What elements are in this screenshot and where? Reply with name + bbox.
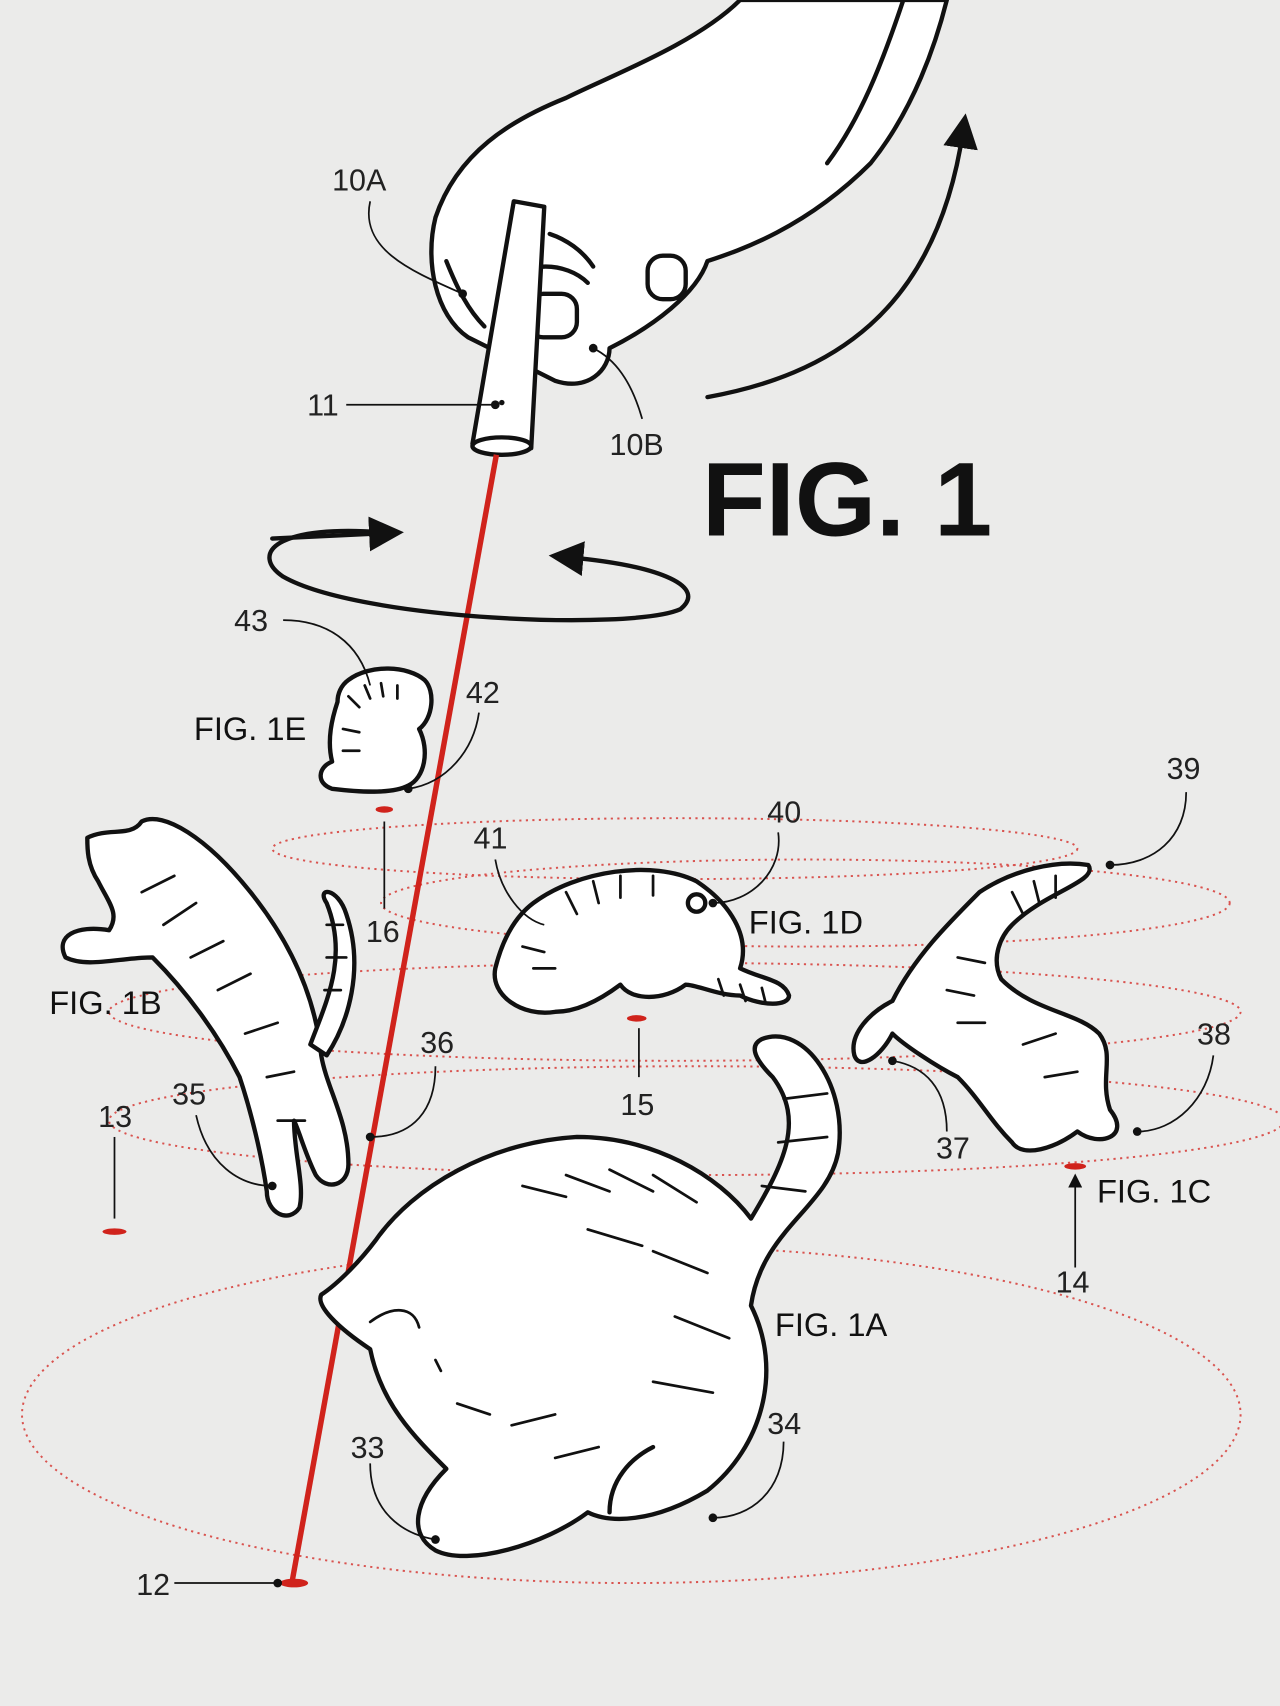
cat-fig-1b xyxy=(60,816,357,1218)
ref-11: 11 xyxy=(307,389,339,423)
figure-title: FIG. 1 xyxy=(702,441,992,558)
ref-39: 39 xyxy=(1167,752,1201,786)
laser-pointer xyxy=(470,199,547,457)
cat-fig-1a xyxy=(318,1034,842,1559)
label-fig-1c: FIG. 1C xyxy=(1097,1172,1211,1209)
ref-40: 40 xyxy=(767,796,801,830)
ref-12: 12 xyxy=(136,1568,170,1602)
label-fig-1d: FIG. 1D xyxy=(749,904,863,941)
ref-36: 36 xyxy=(420,1026,454,1060)
ref-37: 37 xyxy=(936,1132,970,1166)
cat-fig-1e xyxy=(318,666,434,794)
laser-beam xyxy=(289,454,500,1584)
ref-41: 41 xyxy=(474,822,508,856)
cat-fig-1d xyxy=(492,867,792,1015)
ref-16: 16 xyxy=(366,915,400,949)
ref-10b: 10B xyxy=(610,428,664,462)
cat-fig-1c xyxy=(851,861,1120,1153)
ref-15: 15 xyxy=(620,1088,654,1122)
ref-35: 35 xyxy=(172,1077,206,1111)
ref-33: 33 xyxy=(351,1431,385,1465)
label-fig-1e: FIG. 1E xyxy=(194,710,306,747)
ref-43: 43 xyxy=(234,604,268,638)
ref-38: 38 xyxy=(1197,1017,1231,1051)
label-fig-1b: FIG. 1B xyxy=(49,984,161,1021)
laser-spots xyxy=(102,806,1087,1588)
ref-14: 14 xyxy=(1056,1266,1090,1300)
motion-arrows xyxy=(267,113,978,623)
label-fig-1a: FIG. 1A xyxy=(775,1306,888,1343)
ref-42: 42 xyxy=(466,676,500,710)
ref-34: 34 xyxy=(767,1407,801,1441)
ref-10a: 10A xyxy=(332,163,387,197)
leader-lines xyxy=(113,201,1215,1588)
hand-illustration xyxy=(429,0,949,386)
ref-13: 13 xyxy=(98,1100,132,1134)
